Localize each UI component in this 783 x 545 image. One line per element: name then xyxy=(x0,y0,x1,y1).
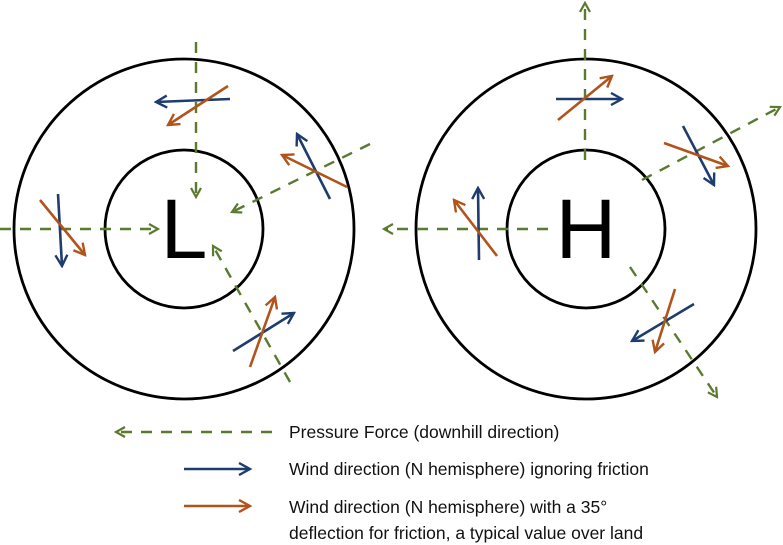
legend-wind-no-friction-entry: Wind direction (N hemisphere) ignoring f… xyxy=(184,459,649,479)
legend-wind-no-friction-label: Wind direction (N hemisphere) ignoring f… xyxy=(289,459,649,479)
low-wind-orange-right xyxy=(282,155,348,189)
low-wind-blue-top xyxy=(156,99,231,102)
low-wind-orange-top xyxy=(168,84,229,125)
low-label: L xyxy=(161,182,208,276)
low-pressure-arrow-bottom xyxy=(213,246,292,383)
high-wind-blue-bottom xyxy=(632,302,695,341)
legend-pressure-label: Pressure Force (downhill direction) xyxy=(289,422,559,442)
legend-wind-friction-label-line2: deflection for friction, a typical value… xyxy=(289,523,643,543)
low-pressure-system: L xyxy=(0,42,371,401)
low-wind-friction xyxy=(38,84,348,368)
high-pressure-arrows xyxy=(384,3,780,397)
high-wind-orange-bottom xyxy=(655,288,677,352)
high-wind-orange-left xyxy=(454,200,499,257)
legend-pressure-entry: Pressure Force (downhill direction) xyxy=(116,422,559,442)
high-pressure-arrow-right xyxy=(641,107,780,182)
high-wind-orange-top xyxy=(557,76,612,122)
high-wind-orange-right xyxy=(663,141,728,166)
high-pressure-system: H xyxy=(384,3,780,401)
high-wind-blue-left xyxy=(478,188,479,261)
high-pressure-arrow-bottom xyxy=(629,266,717,397)
low-wind-blue-left xyxy=(58,193,62,266)
legend-wind-friction-label-line1: Wind direction (N hemisphere) with a 35° xyxy=(289,497,607,517)
high-label: H xyxy=(556,182,617,276)
low-pressure-arrow-right xyxy=(232,142,371,212)
low-wind-orange-bottom xyxy=(248,297,275,368)
legend: Pressure Force (downhill direction) Wind… xyxy=(116,422,649,543)
low-wind-orange-left xyxy=(38,199,85,255)
legend-wind-friction-entry: Wind direction (N hemisphere) with a 35°… xyxy=(184,497,643,543)
high-wind-friction xyxy=(454,76,728,352)
low-pressure-arrows xyxy=(0,42,371,383)
low-outer-isobar xyxy=(12,57,356,401)
low-wind-blue-right xyxy=(297,134,332,200)
